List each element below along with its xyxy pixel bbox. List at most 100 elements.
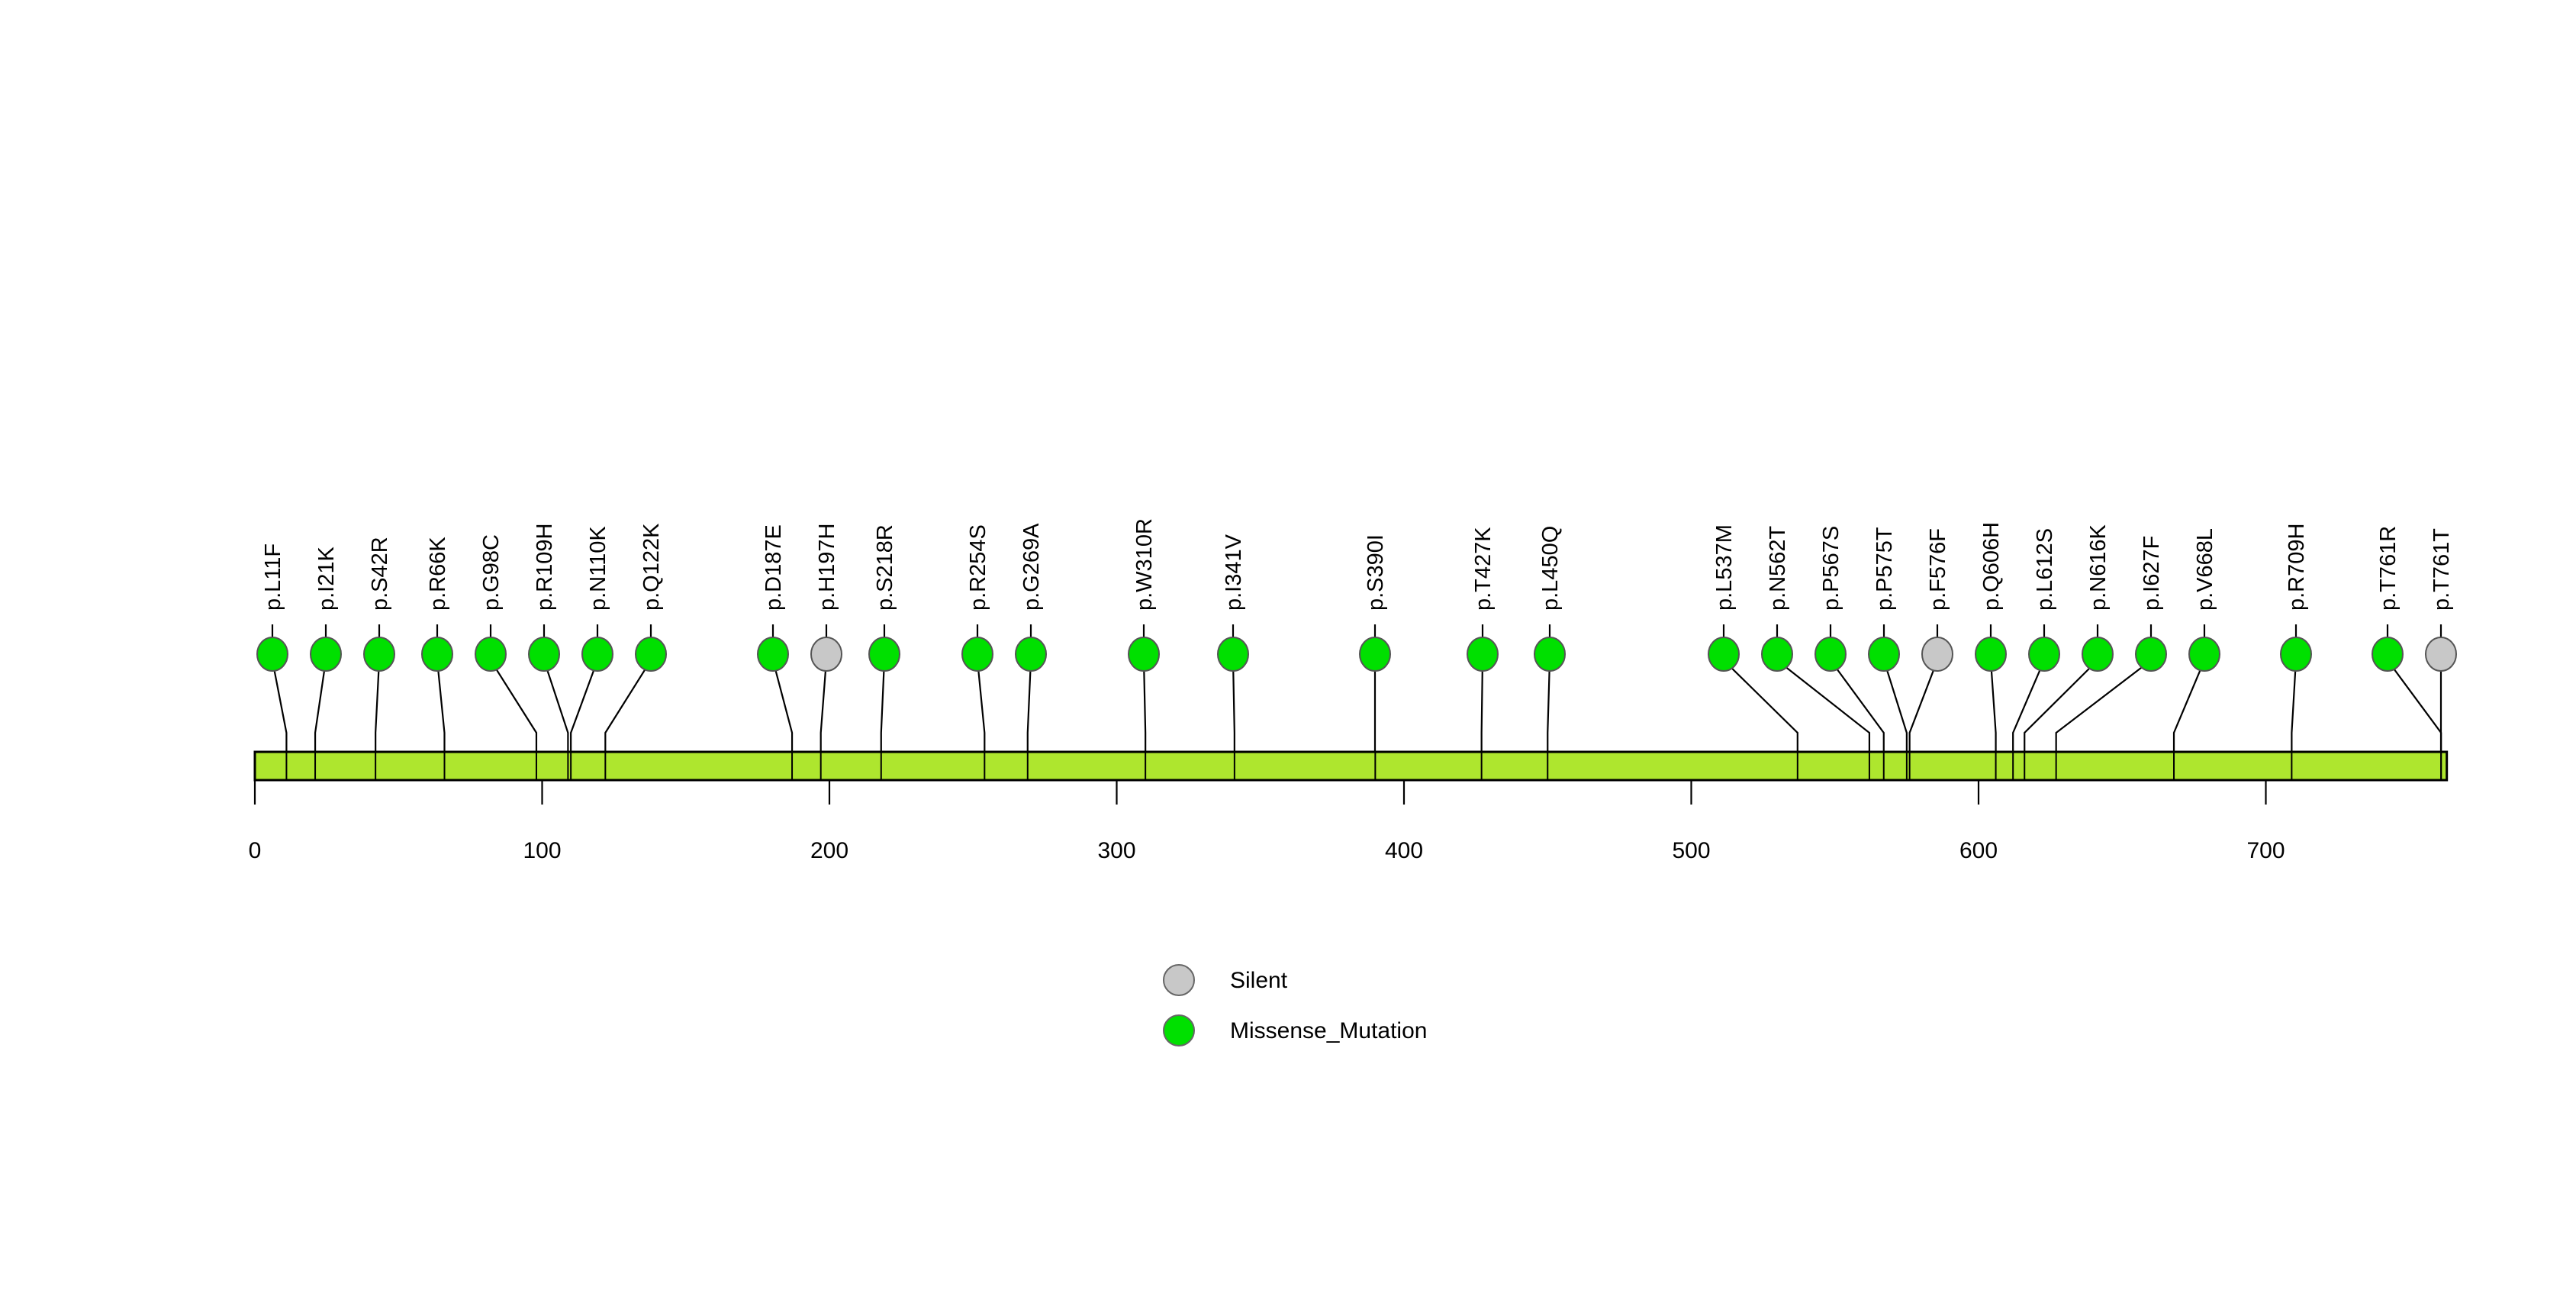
mutation-marker-missense_mutation[interactable]	[421, 637, 453, 672]
mutation-marker-missense_mutation[interactable]	[1015, 637, 1047, 672]
mutation-label: p.P575T	[1872, 527, 1897, 611]
mutation-stem-leg	[1480, 660, 1484, 752]
mutation-marker-missense_mutation[interactable]	[635, 637, 667, 672]
mutation-label: p.L11F	[261, 543, 285, 611]
mutation-label: p.W310R	[1132, 518, 1157, 611]
mutation-marker-missense_mutation[interactable]	[2028, 637, 2060, 672]
legend-swatch-silent[interactable]	[1163, 964, 1195, 996]
x-axis-tick-label: 700	[2246, 838, 2285, 863]
mutation-marker-missense_mutation[interactable]	[1359, 637, 1391, 672]
x-axis-tick-label: 500	[1672, 838, 1710, 863]
mutation-marker-missense_mutation[interactable]	[2280, 637, 2312, 672]
x-axis-tick-label: 400	[1385, 838, 1423, 863]
mutation-marker-missense_mutation[interactable]	[475, 637, 507, 672]
legend-label: Silent	[1230, 968, 1288, 993]
mutation-stem-leg	[314, 660, 327, 752]
mutation-marker-silent[interactable]	[810, 637, 842, 672]
protein-backbone-bar	[253, 750, 2449, 782]
mutation-label: p.Q606H	[1979, 522, 2004, 611]
mutation-stem-leg	[570, 660, 599, 752]
mutation-label: p.Q122K	[639, 523, 664, 611]
mutation-label: p.R254S	[966, 524, 990, 611]
mutation-marker-missense_mutation[interactable]	[2188, 637, 2220, 672]
mutation-label: p.H197H	[815, 524, 839, 611]
mutation-stem-leg	[1829, 657, 1885, 752]
mutation-marker-missense_mutation[interactable]	[1708, 637, 1740, 672]
mutation-marker-missense_mutation[interactable]	[1975, 637, 2007, 672]
mutation-stem-leg	[2386, 657, 2442, 752]
mutation-stem-leg	[771, 660, 794, 752]
mutation-label: p.N110K	[586, 526, 610, 611]
mutation-marker-missense_mutation[interactable]	[1814, 637, 1847, 672]
mutation-label: p.R709H	[2285, 524, 2309, 611]
mutation-marker-missense_mutation[interactable]	[868, 637, 900, 672]
mutation-label: p.F576F	[1926, 528, 1950, 611]
mutation-label: p.N562T	[1766, 525, 1790, 611]
x-axis-tick-label: 200	[810, 838, 848, 863]
mutation-marker-missense_mutation[interactable]	[1868, 637, 1900, 672]
mutation-stem-leg	[819, 660, 828, 752]
x-axis-layer: 0 100 200 300 400 500 600 700	[249, 780, 2285, 863]
mutation-marker-missense_mutation[interactable]	[1128, 637, 1160, 672]
mutation-label: p.T761R	[2376, 526, 2401, 611]
x-axis-tick-label: 0	[249, 838, 262, 863]
mutation-label: p.I627F	[2140, 536, 2164, 611]
mutation-marker-missense_mutation[interactable]	[363, 637, 395, 672]
mutation-stem-leg	[2024, 658, 2099, 752]
mutation-marker-missense_mutation[interactable]	[1217, 637, 1249, 672]
mutation-stem-leg	[2012, 660, 2046, 752]
mutation-marker-missense_mutation[interactable]	[2135, 637, 2167, 672]
mutation-stem-leg	[1882, 660, 1908, 752]
mutation-marker-silent[interactable]	[1921, 637, 1953, 672]
protein-bar-layer	[253, 750, 2449, 782]
mutation-marker-missense_mutation[interactable]	[1467, 637, 1499, 672]
mutation-stem-leg	[436, 660, 446, 752]
mutation-marker-missense_mutation[interactable]	[528, 637, 560, 672]
mutation-label: p.T427K	[1471, 527, 1496, 611]
mutation-label: p.G98C	[479, 534, 504, 611]
x-axis-tick-label: 300	[1097, 838, 1135, 863]
mutation-stem-leg	[2055, 658, 2153, 752]
mutation-stem-leg	[976, 660, 986, 752]
x-axis-tick-label: 600	[1959, 838, 1998, 863]
mutation-marker-missense_mutation[interactable]	[1761, 637, 1793, 672]
mutation-label: p.I341V	[1222, 534, 1246, 611]
mutation-stem-leg	[1776, 658, 1871, 752]
mutation-stem-leg	[375, 660, 381, 752]
mutation-marker-missense_mutation[interactable]	[2372, 637, 2404, 672]
mutation-label: p.V668L	[2193, 528, 2217, 611]
mutation-marker-missense_mutation[interactable]	[1534, 637, 1566, 672]
mutation-marker-missense_mutation[interactable]	[757, 637, 789, 672]
mutation-marker-missense_mutation[interactable]	[581, 637, 613, 672]
legend-label: Missense_Mutation	[1230, 1018, 1427, 1043]
mutation-marker-missense_mutation[interactable]	[256, 637, 288, 672]
mutation-stem-leg	[543, 660, 569, 752]
mutation-label: p.L450Q	[1538, 526, 1563, 611]
mutation-marker-missense_mutation[interactable]	[2082, 637, 2114, 672]
mutation-marker-missense_mutation[interactable]	[310, 637, 342, 672]
mutation-markers-layer	[256, 637, 2457, 672]
mutation-label: p.S42R	[368, 537, 392, 611]
mutation-label: p.L537M	[1712, 524, 1737, 611]
mutation-stem-leg	[880, 660, 886, 752]
mutation-label: p.P567S	[1819, 526, 1843, 611]
mutation-stem-leg	[2291, 660, 2297, 752]
mutation-label: p.L612S	[2033, 528, 2057, 611]
mutation-label: p.S218R	[873, 524, 897, 611]
mutation-marker-missense_mutation[interactable]	[961, 637, 993, 672]
mutation-stem-leg	[1722, 658, 1798, 752]
mutation-stem-leg	[1908, 660, 1939, 752]
x-axis-tick-label: 100	[523, 838, 561, 863]
mutation-label: p.S390I	[1364, 534, 1388, 611]
mutation-stem-leg	[2172, 660, 2206, 752]
legend-swatch-missense_mutation[interactable]	[1163, 1014, 1195, 1047]
mutation-stem-leg	[1142, 660, 1147, 752]
mutation-marker-silent[interactable]	[2425, 637, 2457, 672]
mutation-stem-leg	[604, 657, 652, 752]
mutation-stem-leg	[1026, 660, 1032, 752]
mutation-stem-leg	[1989, 660, 1997, 752]
mutation-label: p.I21K	[314, 547, 339, 611]
mutation-stem-leg	[1547, 660, 1551, 752]
